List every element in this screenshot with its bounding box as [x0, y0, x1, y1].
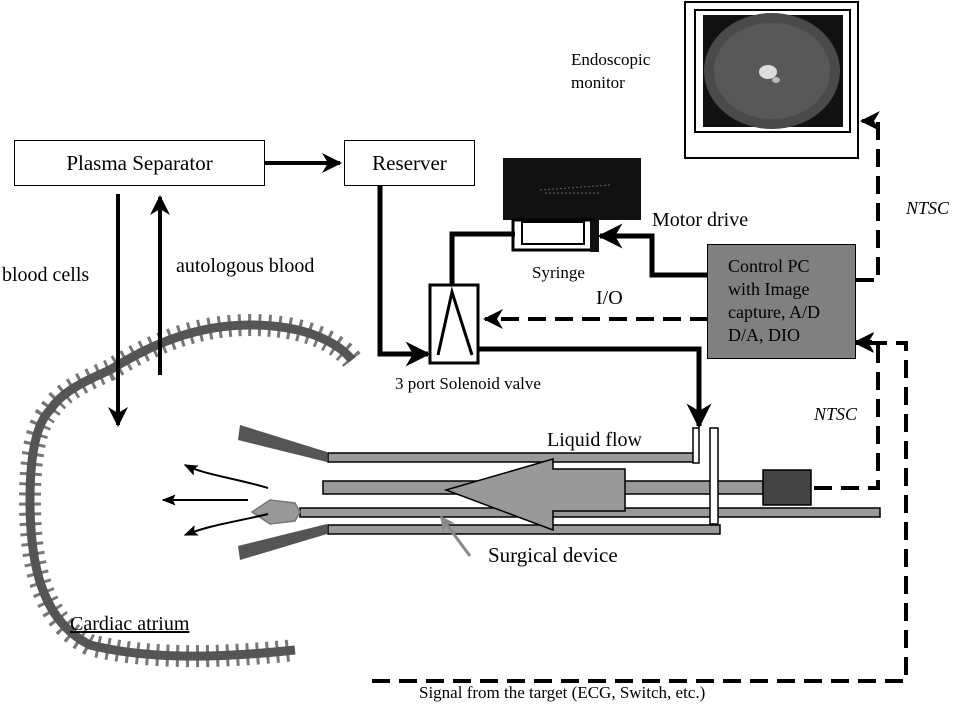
endoscopic-monitor-label: Endoscopic monitor: [571, 50, 651, 92]
valve-to-liquid-flow-line: [478, 346, 712, 429]
signal-from-target-label: Signal from the target (ECG, Switch, etc…: [419, 683, 706, 702]
ntsc-top-label: NTSC: [906, 198, 950, 218]
reserver-label: Reserver: [372, 150, 447, 175]
syringe-to-valve-line: [449, 231, 515, 290]
control-pc-line-4: D/A, DIO: [728, 325, 800, 345]
cardiac-atrium-wall: [18, 313, 361, 668]
endoscopic-monitor: [684, 1, 859, 159]
plasma-separator-label: Plasma Separator: [66, 150, 213, 175]
autologous-blood-label: autologous blood: [176, 255, 315, 277]
liquid-flow-label: Liquid flow: [547, 429, 642, 451]
cardiac-atrium-label: Cardiac atrium: [70, 613, 190, 635]
syringe-label: Syringe: [532, 263, 585, 282]
signal-dashed-line: [372, 333, 908, 683]
surgical-device: [238, 425, 881, 560]
solenoid-valve: [428, 283, 480, 365]
plasma-separator-box: Plasma Separator: [14, 140, 265, 186]
surgical-device-pointer: [439, 515, 472, 557]
solenoid-valve-label: 3 port Solenoid valve: [395, 374, 541, 393]
ntsc-mid-label: NTSC: [814, 404, 858, 424]
motor-drive-line: [597, 223, 708, 278]
reserver-to-valve-line: [377, 186, 431, 367]
motor-drive-label: Motor drive: [652, 209, 749, 231]
control-pc-box: Control PC with Image capture, A/D D/A, …: [707, 244, 856, 359]
flow-arrow-upper: [183, 464, 269, 489]
io-label: I/O: [596, 287, 623, 309]
control-pc-line-3: capture, A/D: [728, 302, 820, 322]
reserver-box: Reserver: [344, 140, 475, 186]
surgical-device-label: Surgical device: [488, 543, 618, 567]
ntsc-top-line: [856, 111, 880, 282]
flow-arrow-lower: [183, 513, 269, 536]
control-pc-line-1: Control PC: [728, 256, 810, 276]
blood-cells-label: blood cells: [2, 264, 90, 286]
control-pc-line-2: with Image: [728, 279, 810, 299]
